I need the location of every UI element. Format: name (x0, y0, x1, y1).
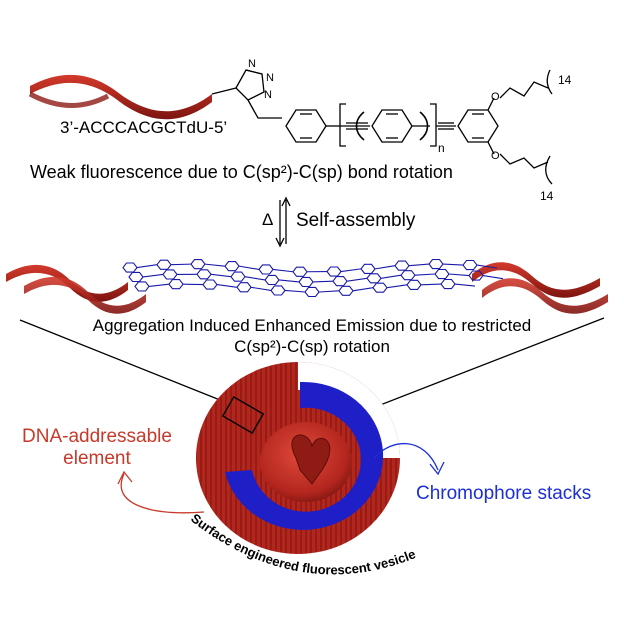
weak-fluorescence-caption: Weak fluorescence due to C(sp²)-C(sp) bo… (30, 162, 453, 182)
aiee-caption-line1: Aggregation Induced Enhanced Emission du… (92, 316, 532, 335)
chromophore-ring (394, 260, 410, 271)
dna-label-line2: element (63, 448, 131, 469)
ethynylene-link (340, 268, 362, 273)
ethynylene-link (170, 263, 192, 266)
ethynylene-link (352, 287, 374, 292)
ethynylene-link (414, 273, 436, 276)
triazole-linker (211, 69, 282, 119)
benzyl-ring (285, 109, 338, 143)
chromophore-ring (338, 285, 354, 296)
ethynylene-link (216, 284, 238, 288)
chromophore-ring (406, 279, 422, 290)
ethynylene-link (278, 279, 300, 283)
ethynylene-link (250, 286, 272, 292)
chromophore-stack (122, 258, 504, 298)
chromophore-ring (168, 279, 184, 290)
dialkoxy-ring (457, 69, 553, 185)
ethynylene-link (136, 264, 158, 269)
chromophore-ring (128, 271, 144, 283)
chromophore-label-arrow (373, 443, 445, 476)
repeat-n-label: n (438, 141, 445, 155)
chromophore-ring (304, 286, 320, 298)
chain-count-bottom: 14 (540, 189, 554, 203)
dna-addressable-label: DNA-addressable element (22, 426, 172, 470)
chromophore-ring (196, 269, 212, 280)
dna-ribbons-right (472, 262, 608, 314)
vesicle (196, 362, 400, 554)
chromophore-ring (366, 273, 382, 284)
ethynylene-link (420, 283, 442, 286)
ethynylene-link (142, 273, 164, 278)
nitrogen-label-3: N (264, 89, 272, 101)
ethynylene-link (284, 289, 306, 293)
delta-label: Δ (262, 210, 274, 229)
nitrogen-label-1: N (248, 58, 256, 70)
oxygen-label-top: O (491, 91, 500, 103)
chromophore-ring (360, 263, 376, 274)
chromophore-ring (264, 274, 280, 286)
chromophore-ring (202, 279, 218, 290)
dna-label-line1: DNA-addressable (22, 426, 172, 447)
chromophore-ring (292, 266, 308, 277)
dna-ribbons-left (6, 264, 146, 314)
chromophore-ring (298, 276, 314, 288)
equilibrium-arrows (275, 196, 291, 248)
ethynylene-link (210, 273, 232, 278)
chromophore-ring (468, 270, 484, 281)
ethynylene-link (312, 280, 334, 283)
nitrogen-label-2: N (266, 72, 274, 84)
chromophore-ring (428, 258, 444, 270)
chromophore-ring (134, 281, 150, 292)
ethynylene-link (238, 265, 260, 270)
ethynylene-link (374, 265, 396, 270)
chromophore-ring (326, 266, 342, 277)
chromophore-ring (122, 262, 138, 273)
dna-strand-top (28, 74, 212, 120)
ethynylene-link (318, 290, 340, 293)
ethynylene-link (454, 283, 476, 287)
chromophore-ring (270, 285, 286, 296)
chromophore-ring (224, 261, 240, 272)
ethynylene-link (482, 274, 504, 280)
chromophore-ring (258, 264, 274, 275)
chromophore-ring (236, 282, 252, 293)
chromophore-stacks-label: Chromophore stacks (416, 483, 592, 504)
chromophore-ring (372, 282, 388, 293)
triazole-n-labels: N N N (248, 58, 274, 101)
ethynylene-link (448, 273, 470, 277)
ethynylene-link (442, 263, 464, 266)
chromophore-ring (230, 271, 246, 282)
ethynylene-link (476, 264, 498, 269)
dna-label-arrow (117, 470, 205, 514)
chromophore-ring (400, 270, 416, 281)
chromophore-ring (440, 278, 456, 290)
repeat-unit (338, 103, 456, 147)
chromophore-ring (332, 276, 348, 287)
oxygen-label-bottom: O (491, 150, 500, 162)
ethynylene-link (346, 277, 368, 282)
ethynylene-link (204, 263, 226, 267)
chromophore-ring (156, 259, 172, 270)
chromophore-ring (462, 259, 478, 271)
ethynylene-link (408, 263, 430, 267)
ethynylene-link (148, 283, 170, 287)
ethynylene-link (272, 268, 294, 273)
self-assembly-label: Self-assembly (296, 210, 416, 231)
chain-count-top: 14 (558, 73, 572, 87)
ethynylene-link (386, 284, 408, 289)
chromophore-ring (190, 259, 206, 270)
chromophore-ring (434, 268, 450, 280)
aiee-caption-line2: C(sp²)-C(sp) rotation (234, 337, 390, 356)
chromophore-ring (162, 269, 178, 280)
strand-sequence-label: 3’-ACCCACGCTdU-5’ (60, 118, 228, 137)
ethynylene-link (380, 274, 402, 279)
ethynylene-link (244, 276, 266, 281)
